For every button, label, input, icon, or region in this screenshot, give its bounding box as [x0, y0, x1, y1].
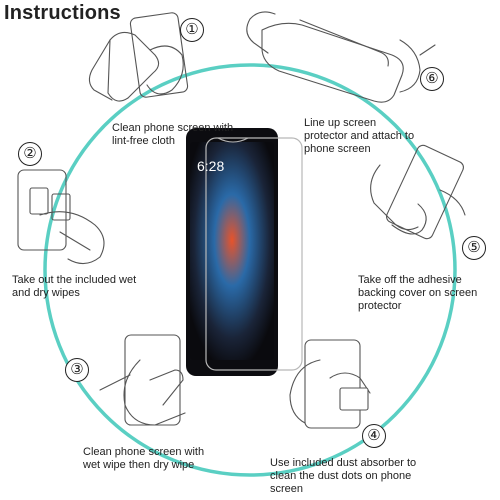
phone-time: 6:28	[197, 158, 225, 174]
hand-attach-icon	[246, 11, 436, 103]
step-4-caption: Use included dust absorber to clean the …	[270, 457, 417, 495]
step-2-number: ②	[18, 142, 42, 166]
title: Instructions	[4, 2, 121, 24]
hand-peel-icon	[370, 144, 466, 240]
step-1-caption: Clean phone screen with lint-free cloth	[112, 122, 234, 147]
step-1-number: ①	[180, 18, 204, 42]
step-3-caption: Clean phone screen with wet wipe then dr…	[83, 446, 205, 471]
hand-cloth-icon	[88, 12, 189, 102]
step-4-number: ④	[362, 424, 386, 448]
step-3-number: ③	[65, 358, 89, 382]
phone-icon	[186, 128, 303, 376]
step-5-caption: Take off the adhesive backing cover on s…	[358, 274, 478, 312]
step-2-caption: Take out the included wet and dry wipes	[12, 274, 137, 299]
wipes-packet-icon	[17, 169, 105, 265]
hand-wipe-icon	[99, 334, 186, 426]
dust-sticker-icon	[289, 339, 371, 429]
step-5-number: ⑤	[462, 236, 486, 260]
step-6-number: ⑥	[420, 67, 444, 91]
step-6-caption: Line up screen protector and attach to p…	[304, 117, 415, 155]
